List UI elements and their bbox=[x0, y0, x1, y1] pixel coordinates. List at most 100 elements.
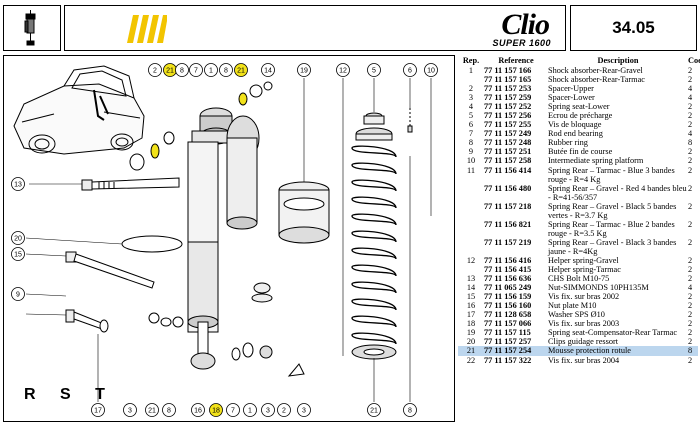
coef-cell: 2 bbox=[688, 201, 693, 211]
callout-circle bbox=[424, 63, 438, 77]
callout-label: 12 bbox=[339, 68, 347, 75]
coef-cell: 2 bbox=[688, 301, 693, 311]
rep-cell: 19 bbox=[466, 328, 476, 338]
callout-label: 5 bbox=[372, 68, 376, 75]
coef-cell: 2 bbox=[688, 75, 693, 85]
reference-cell: 77 11 156 414 bbox=[484, 165, 532, 175]
coef-cell: 2 bbox=[688, 165, 693, 175]
callout-label: 20 bbox=[14, 236, 22, 243]
coef-cell: 2 bbox=[688, 337, 693, 347]
reference-cell: 77 11 157 066 bbox=[484, 319, 532, 329]
table-row: 77 11 156 821 Spring Rear – Tarmac - Blue… bbox=[458, 220, 698, 238]
callout-circle bbox=[403, 63, 417, 77]
rep-cell bbox=[458, 75, 484, 84]
washer-4 bbox=[99, 319, 109, 333]
reference-cell: 77 11 157 218 bbox=[484, 201, 532, 211]
header-reference: Reference bbox=[498, 56, 534, 65]
coef-cell: 2 bbox=[688, 120, 693, 130]
table-row: 77 11 157 219 Spring Rear – Gravel - Blac… bbox=[458, 238, 698, 256]
reference-cell: 77 11 156 821 bbox=[484, 219, 532, 229]
coef-cell: 2 bbox=[688, 111, 693, 121]
callout-label: 8 bbox=[224, 68, 228, 75]
description-cell: Spring seat-Compensator-Rear Tarmac bbox=[548, 328, 678, 338]
reference-cell: 77 11 157 254 bbox=[484, 346, 532, 356]
description-cell: Shock absorber-Rear-Gravel bbox=[548, 66, 643, 75]
description-cell: Spring Rear – Gravel - Black 3 bandes ja… bbox=[548, 237, 677, 256]
coef-cell: 8 bbox=[688, 138, 693, 148]
rep-cell bbox=[458, 265, 484, 274]
coef-cell: 2 bbox=[688, 255, 693, 265]
coef-cell: 2 bbox=[688, 237, 693, 247]
description-cell: Rubber ring bbox=[548, 138, 588, 148]
coef-cell: 2 bbox=[688, 66, 693, 75]
reference-cell: 77 11 157 255 bbox=[484, 120, 532, 130]
spacers-upper-left bbox=[129, 81, 273, 171]
callout-circle bbox=[367, 63, 381, 77]
page-number: 34.05 bbox=[612, 18, 655, 37]
table-row: 7 77 11 157 249 Rod end bearing 4 bbox=[458, 129, 698, 138]
rep-cell: 6 bbox=[468, 120, 474, 130]
reference-cell: 77 11 157 249 bbox=[484, 129, 532, 139]
rep-cell: 16 bbox=[466, 301, 476, 311]
description-cell: Spring Rear – Gravel - Black 5 bandes ve… bbox=[548, 201, 677, 220]
coef-cell: 4 bbox=[688, 129, 693, 139]
rep-cell bbox=[458, 238, 484, 256]
callout-circle bbox=[219, 63, 233, 77]
rep-cell bbox=[458, 220, 484, 238]
header-coef: Coef bbox=[688, 56, 700, 65]
callout-label: 18 bbox=[212, 408, 220, 415]
coef-cell: 2 bbox=[688, 274, 693, 284]
shock-absorber-icon bbox=[24, 10, 36, 46]
reference-cell: 77 11 157 115 bbox=[484, 328, 531, 338]
description-cell: Ecrou de précharge bbox=[548, 111, 613, 121]
callout-circle bbox=[189, 63, 203, 77]
callout-circle bbox=[204, 63, 218, 77]
header-rep: Rep. bbox=[462, 56, 480, 65]
car-illustration bbox=[13, 65, 145, 155]
rep-cell: 8 bbox=[468, 138, 474, 148]
bolt-15 bbox=[65, 251, 155, 289]
callout-label: 3 bbox=[266, 408, 270, 415]
table-row: 19 77 11 157 115 Spring seat-Compensator-R… bbox=[458, 328, 698, 337]
coef-cell: 2 bbox=[688, 147, 693, 157]
brand-logo: Clio bbox=[501, 8, 550, 41]
callout-label: 8 bbox=[408, 408, 412, 415]
coef-cell: 2 bbox=[688, 319, 693, 329]
reference-cell: 77 11 156 636 bbox=[484, 274, 532, 284]
description-cell: Spring Rear – Gravel - Red 4 bandes bleu… bbox=[548, 183, 687, 202]
rep-cell: 5 bbox=[468, 111, 474, 121]
callout-label: 13 bbox=[14, 182, 22, 189]
rep-cell: 22 bbox=[466, 355, 476, 365]
parts-table: Rep. Reference Description Coef 177 11 1… bbox=[458, 56, 700, 365]
reference-cell: 77 11 157 257 bbox=[484, 337, 532, 347]
description-cell: Helper spring-Gravel bbox=[548, 255, 619, 265]
description-cell: Spring Rear – Tarmac - Blue 2 bandes rou… bbox=[548, 219, 675, 238]
reference-cell: 77 11 157 219 bbox=[484, 237, 532, 247]
exploded-view-svg: 2218718211419125610132015917321816187132… bbox=[11, 63, 438, 417]
callout-circle bbox=[277, 403, 291, 417]
description-cell: Butée fin de course bbox=[548, 147, 613, 157]
rep-cell bbox=[458, 202, 484, 220]
rep-cell: 7 bbox=[468, 129, 474, 139]
rep-cell: 14 bbox=[466, 283, 476, 293]
coef-cell: 2 bbox=[688, 219, 693, 229]
callout-label: 1 bbox=[209, 68, 213, 75]
preload-nut-5 bbox=[355, 112, 393, 141]
description-cell: Shock absorber-Rear-Tarmac bbox=[548, 75, 645, 85]
description-cell: Spacer-Lower bbox=[548, 93, 595, 103]
description-cell: Rod end bearing bbox=[548, 129, 603, 139]
bolt-13 bbox=[81, 177, 180, 191]
